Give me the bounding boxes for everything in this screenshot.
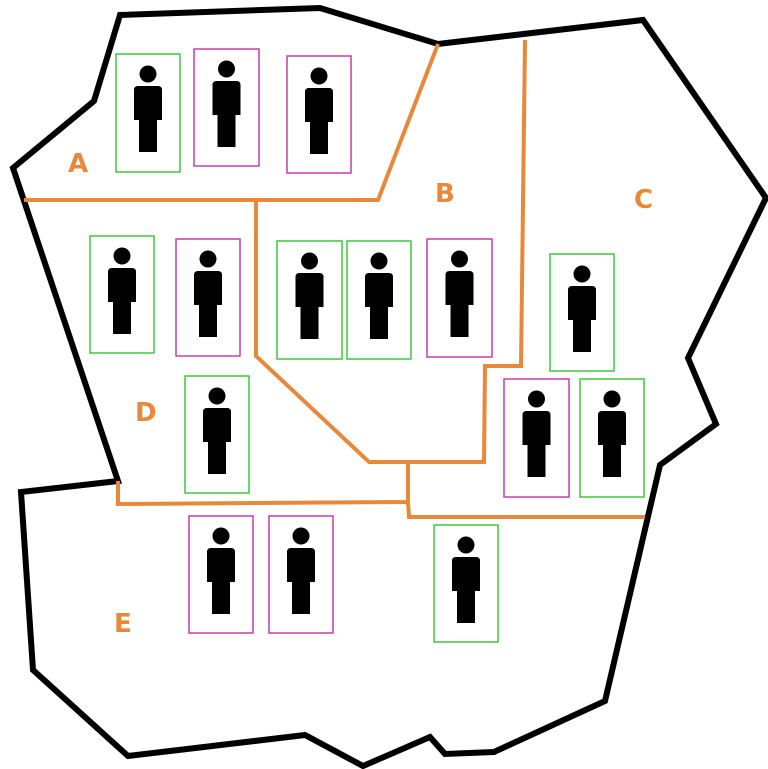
voter-a-2	[193, 48, 260, 167]
person-icon	[445, 250, 474, 337]
voter-b-1	[276, 240, 343, 360]
voter-a-3	[286, 55, 352, 174]
voter-b-3	[426, 238, 493, 358]
person-icon	[212, 60, 241, 147]
person-icon	[134, 65, 162, 152]
region-label-e: E	[114, 609, 132, 639]
line-b-c	[254, 39, 527, 464]
region-label-b: B	[435, 179, 455, 209]
voter-c-3	[579, 378, 645, 498]
person-icon	[568, 265, 596, 352]
line-c-e	[406, 501, 645, 519]
voters	[89, 48, 645, 643]
region-label-d: D	[135, 398, 157, 428]
person-icon	[452, 536, 480, 623]
region-label-a: A	[68, 149, 88, 179]
person-icon	[203, 387, 231, 474]
voter-e-1	[188, 515, 254, 634]
voter-c-1	[549, 253, 615, 372]
district-lines	[24, 39, 645, 519]
voter-b-2	[346, 240, 412, 360]
voter-e-3	[433, 524, 499, 643]
person-icon	[207, 527, 235, 614]
region-labels: A B C D E	[68, 149, 653, 639]
line-d-e	[116, 462, 410, 507]
line-a-b	[24, 43, 440, 202]
person-icon	[598, 390, 626, 477]
person-icon	[365, 252, 393, 339]
region-label-c: C	[634, 185, 653, 215]
voter-c-2	[503, 378, 570, 498]
person-icon	[295, 252, 324, 339]
person-icon	[108, 247, 136, 334]
outer-boundary	[9, 4, 768, 769]
voter-e-2	[268, 515, 334, 634]
person-icon	[287, 527, 315, 614]
voter-a-1	[115, 53, 181, 173]
voter-d-1	[89, 235, 155, 354]
person-icon	[194, 250, 222, 337]
voter-d-3	[184, 375, 250, 494]
person-icon	[522, 390, 551, 477]
voter-d-2	[175, 238, 241, 357]
person-icon	[305, 67, 333, 154]
